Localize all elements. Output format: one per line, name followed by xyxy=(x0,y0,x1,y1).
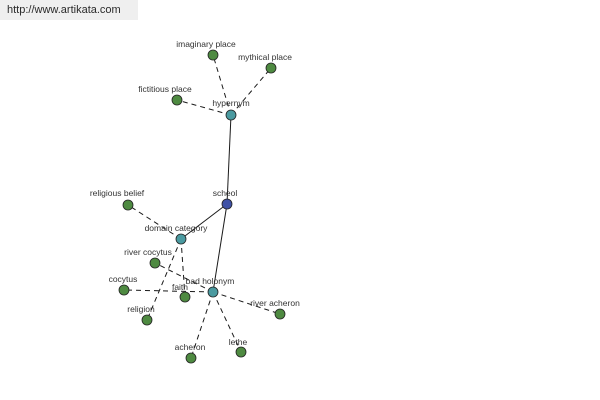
edges-layer xyxy=(123,54,281,359)
edge-domain-category-to-religion xyxy=(146,238,182,321)
node-label-domain-category[interactable]: domain category xyxy=(145,223,209,233)
edge-hypernym-to-fictitious-place xyxy=(176,99,232,116)
node-label-mythical-place[interactable]: mythical place xyxy=(238,52,292,62)
node-acheron[interactable] xyxy=(185,352,197,364)
node-lethe[interactable] xyxy=(235,346,247,358)
node-scheol[interactable] xyxy=(221,198,233,210)
edge-hypernym-to-imaginary-place xyxy=(212,54,232,116)
labels-layer: scheol hypernym domain category bad holonym… xyxy=(90,39,300,352)
node-label-imaginary-place[interactable]: imaginary place xyxy=(176,39,236,49)
edge-bad-holonym-to-river-acheron xyxy=(212,291,281,315)
node-mythical-place[interactable] xyxy=(265,62,277,74)
edge-bad-holonym-to-river-cocytus xyxy=(154,262,214,293)
node-label-hypernym[interactable]: hypernym xyxy=(212,98,249,108)
node-label-river-cocytus[interactable]: river cocytus xyxy=(124,247,172,257)
node-hypernym[interactable] xyxy=(225,109,237,121)
edge-bad-holonym-to-lethe xyxy=(212,291,242,353)
node-label-scheol[interactable]: scheol xyxy=(213,188,238,198)
node-religion[interactable] xyxy=(141,314,153,326)
edge-hypernym-to-mythical-place xyxy=(230,67,272,116)
node-label-bad-holonym[interactable]: bad holonym xyxy=(186,276,235,286)
node-cocytus[interactable] xyxy=(118,284,130,296)
node-label-religion[interactable]: religion xyxy=(127,304,155,314)
node-label-acheron[interactable]: acheron xyxy=(175,342,206,352)
node-bad-holonym[interactable] xyxy=(207,286,219,298)
node-label-religious-belief[interactable]: religious belief xyxy=(90,188,145,198)
edge-bad-holonym-to-cocytus xyxy=(123,289,214,293)
node-river-acheron[interactable] xyxy=(274,308,286,320)
edge-scheol-to-bad-holonym xyxy=(212,203,228,293)
edge-scheol-to-hypernym xyxy=(226,114,232,205)
source-url-banner[interactable]: http://www.artikata.com xyxy=(0,0,138,20)
node-label-cocytus[interactable]: cocytus xyxy=(109,274,138,284)
node-religious-belief[interactable] xyxy=(122,199,134,211)
node-imaginary-place[interactable] xyxy=(207,49,219,61)
node-label-river-acheron[interactable]: river acheron xyxy=(250,298,300,308)
node-label-faith[interactable]: faith xyxy=(172,282,188,292)
nodes-layer xyxy=(118,49,286,364)
node-river-cocytus[interactable] xyxy=(149,257,161,269)
edge-scheol-to-domain-category xyxy=(180,203,228,240)
edge-domain-category-to-religious-belief xyxy=(127,204,182,240)
node-label-lethe[interactable]: lethe xyxy=(229,337,248,347)
node-fictitious-place[interactable] xyxy=(171,94,183,106)
edge-bad-holonym-to-acheron xyxy=(190,291,214,359)
node-faith[interactable] xyxy=(179,291,191,303)
edge-domain-category-to-faith xyxy=(180,238,186,298)
node-domain-category[interactable] xyxy=(175,233,187,245)
node-label-fictitious-place[interactable]: fictitious place xyxy=(138,84,192,94)
